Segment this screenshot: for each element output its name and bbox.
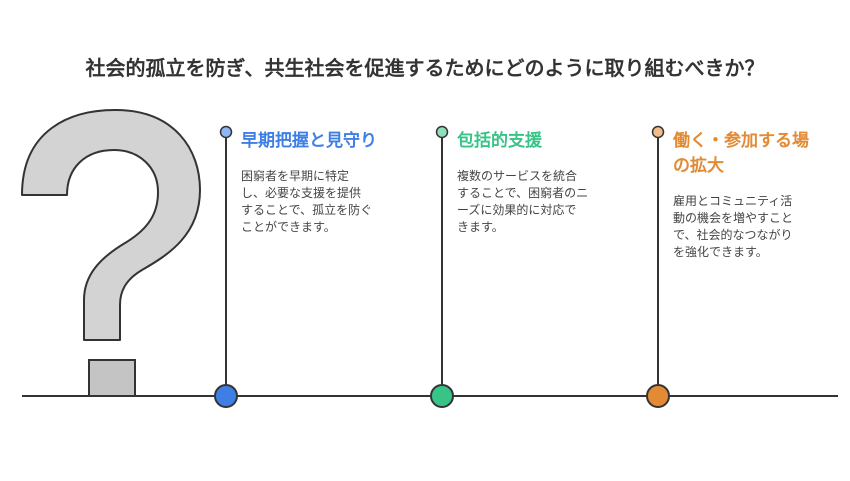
step3-desc-line: 雇用とコミュニティ活: [673, 194, 793, 208]
step3-desc-line: を強化できます。: [673, 245, 768, 259]
question-mark-icon: [21, 109, 201, 397]
step2-heading-line: 包括的支援: [457, 131, 542, 151]
step3-heading: 働く・参加する場 の拡大: [673, 129, 809, 179]
step2-node: [430, 384, 454, 408]
diagram-title: 社会的孤立を防ぎ、共生社会を促進するためにどのように取り組むべきか？: [85, 56, 765, 80]
step3-desc-line: 動の機会を増やすこと: [673, 211, 794, 225]
step2-desc-line: きます。: [457, 220, 504, 234]
step3-node: [646, 384, 670, 408]
step1-desc-line: ことができます。: [241, 220, 336, 234]
step1-desc-line: 困窮者を早期に特定: [241, 169, 350, 183]
step3-heading-line: の拡大: [673, 156, 724, 176]
step1-description: 困窮者を早期に特定 し、必要な支援を提供 することで、孤立を防ぐ ことができます…: [241, 168, 377, 236]
step2-heading: 包括的支援: [457, 129, 588, 154]
question-mark-dot: [88, 359, 136, 397]
step1-node: [214, 384, 238, 408]
step2-desc-line: することで、困窮者のニ: [457, 186, 589, 200]
step2-desc-line: 複数のサービスを統合: [457, 169, 578, 183]
step3-top-dot: [651, 125, 665, 139]
step1-desc-line: することで、孤立を防ぐ: [241, 203, 373, 217]
step3-description: 雇用とコミュニティ活 動の機会を増やすこと で、社会的なつながり を強化できます…: [673, 193, 809, 261]
step3-desc-line: で、社会的なつながり: [673, 228, 793, 242]
step1-heading-line: 早期把握と見守り: [241, 131, 377, 151]
step1-block: 早期把握と見守り 困窮者を早期に特定 し、必要な支援を提供 することで、孤立を防…: [241, 129, 377, 236]
step1-heading: 早期把握と見守り: [241, 129, 377, 154]
step1-top-dot: [219, 125, 233, 139]
question-mark-hook: [21, 109, 201, 341]
step2-desc-line: ーズに効果的に対応で: [457, 203, 577, 217]
step2-block: 包括的支援 複数のサービスを統合 することで、困窮者のニ ーズに効果的に対応で …: [457, 129, 588, 236]
step1-desc-line: し、必要な支援を提供: [241, 186, 362, 200]
step3-block: 働く・参加する場 の拡大 雇用とコミュニティ活 動の機会を増やすこと で、社会的…: [673, 129, 809, 261]
step3-heading-line: 働く・参加する場: [673, 131, 809, 151]
step2-top-dot: [435, 125, 449, 139]
step2-description: 複数のサービスを統合 することで、困窮者のニ ーズに効果的に対応で きます。: [457, 168, 588, 236]
